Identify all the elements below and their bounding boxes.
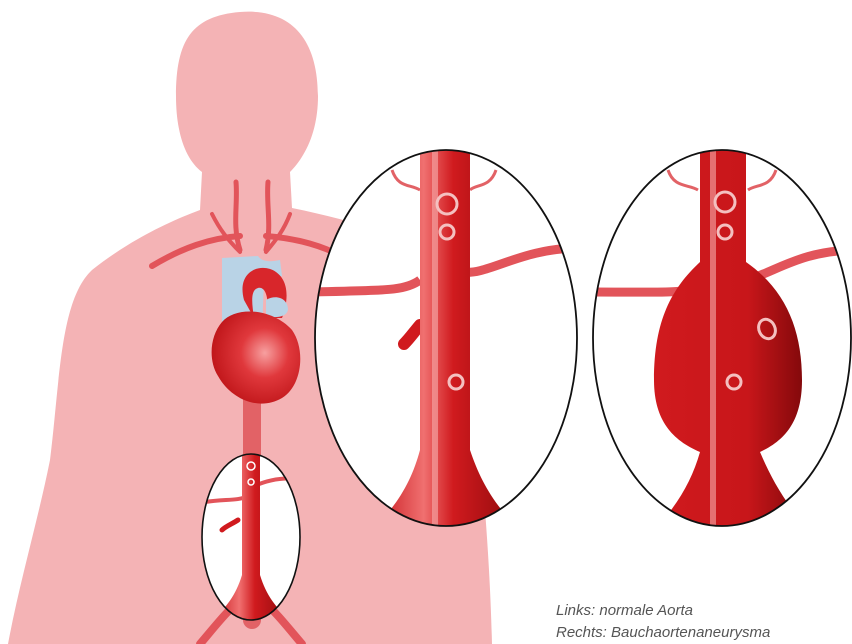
figure-caption: Links: normale Aorta Rechts: Bauchaorten… <box>556 600 770 644</box>
caption-line-1: Links: normale Aorta <box>556 600 770 622</box>
caption-line-2: Rechts: Bauchaortenaneurysma <box>556 622 770 644</box>
aneurysm-figure <box>590 140 852 540</box>
